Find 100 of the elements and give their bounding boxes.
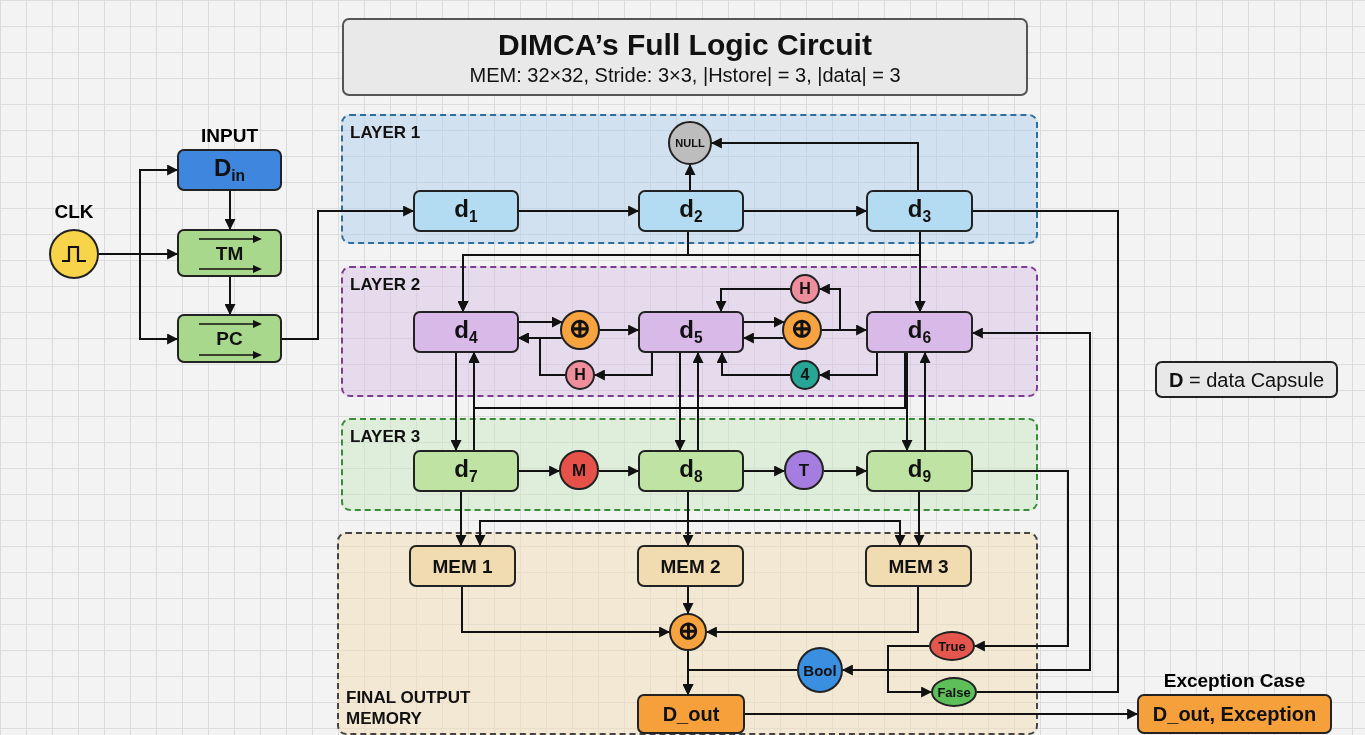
operator-circle: [790, 360, 820, 390]
title-text: DIMCA’s Full Logic Circuit: [498, 29, 872, 60]
arrow: [598, 465, 640, 477]
node-label: MEM 1: [432, 556, 493, 576]
node-label: ⊕: [569, 315, 591, 341]
arrow: [818, 283, 841, 331]
arrow: [705, 586, 919, 638]
operator-circle: [560, 310, 600, 350]
arrow: [743, 465, 786, 477]
node-label: d$_{9}$: [907, 456, 932, 485]
node-label: d$_{4}$: [454, 317, 478, 346]
group-label: LAYER 3: [350, 427, 421, 448]
heading-label: INPUT: [200, 125, 259, 147]
arrow: [461, 586, 671, 638]
node-label: ⊕: [791, 315, 813, 341]
node-label: d$_{1}$: [454, 196, 478, 225]
arrow: [518, 465, 561, 477]
register-box: [177, 229, 282, 277]
arrow: [742, 332, 785, 344]
arrow: [517, 332, 566, 376]
arrow: [518, 205, 640, 217]
memory-box: [637, 545, 744, 587]
condition-oval: [931, 677, 977, 707]
node-label: M: [571, 461, 587, 479]
node-label: TM: [215, 243, 244, 263]
node-label: d$_{6}$: [907, 317, 932, 346]
arrow: [692, 351, 704, 451]
arrow: [518, 316, 563, 328]
arrow: [744, 708, 1139, 720]
node-label: ⊕: [677, 617, 699, 643]
arrow: [674, 352, 686, 452]
arrow: [281, 205, 415, 340]
group-label: LAYER 2: [350, 275, 421, 296]
node-label: d$_{5}$: [679, 317, 703, 346]
arrow: [682, 586, 694, 615]
node-label: True: [938, 639, 966, 653]
subtitle-text: MEM: 32×32, Stride: 3×3, |Hstore| = 3, |data| = 3: [469, 64, 901, 85]
arrow: [887, 645, 933, 698]
node-label: D = data Capsule: [1168, 369, 1325, 390]
arrow: [224, 190, 236, 231]
arrow: [818, 352, 878, 381]
operator-circle: [669, 613, 707, 651]
arrow: [684, 163, 696, 191]
arrow: [919, 351, 931, 451]
node-label: D_out: [662, 704, 720, 724]
arrow: [682, 669, 798, 696]
process-box: [413, 450, 519, 492]
legend-box: [1155, 361, 1338, 398]
operator-circle: [790, 274, 820, 304]
node-label: H: [799, 281, 811, 297]
arrow: [743, 205, 868, 217]
arrow: [599, 324, 640, 336]
process-box: [638, 190, 744, 232]
layer-panel: [341, 266, 1038, 397]
arrow: [450, 352, 462, 452]
node-label: 4: [800, 367, 810, 383]
node-label: T: [798, 461, 810, 479]
arrow: [468, 351, 906, 409]
arrow: [715, 288, 791, 313]
title-panel: [342, 18, 1028, 96]
process-box: [638, 311, 744, 353]
group-label: LAYER 1: [350, 123, 421, 144]
arrow: [224, 276, 236, 316]
node-label: d$_{2}$: [679, 196, 703, 225]
arrow: [901, 352, 913, 452]
node-label: d$_{3}$: [907, 196, 932, 225]
process-box: [638, 450, 744, 492]
operator-circle: [565, 360, 595, 390]
heading-label: CLK: [53, 201, 95, 223]
node-label: d$_{8}$: [679, 456, 703, 485]
null-circle: [668, 121, 712, 165]
arrow: [841, 327, 1091, 676]
node-label: MEM 3: [888, 556, 949, 576]
arrow: [972, 470, 1069, 652]
arrow: [743, 316, 785, 328]
register-box: [177, 314, 282, 363]
process-box: [413, 190, 519, 232]
arrow: [913, 491, 925, 547]
arrow: [716, 351, 791, 376]
node-label: NULL: [675, 137, 705, 149]
arrow: [455, 491, 467, 547]
memory-box: [865, 545, 972, 587]
operator-circle: [559, 450, 599, 490]
layer-panel: [341, 418, 1038, 511]
node-label: MEM 2: [660, 556, 721, 576]
node-label: False: [937, 685, 971, 699]
arrow: [710, 137, 919, 191]
node-label: PC: [216, 329, 243, 348]
condition-circle: [797, 647, 843, 693]
memory-panel: [337, 532, 1038, 735]
arrow: [593, 352, 653, 381]
group-label: FINAL OUTPUT MEMORY: [346, 688, 472, 729]
process-box: [866, 190, 973, 232]
node-label: Bool: [803, 662, 837, 678]
process-box: [413, 311, 519, 353]
process-box: [866, 311, 973, 353]
layer-panel: [341, 114, 1038, 244]
output-box: [637, 694, 745, 734]
node-label: D$_{in}$: [213, 155, 246, 184]
operator-circle: [782, 310, 822, 350]
